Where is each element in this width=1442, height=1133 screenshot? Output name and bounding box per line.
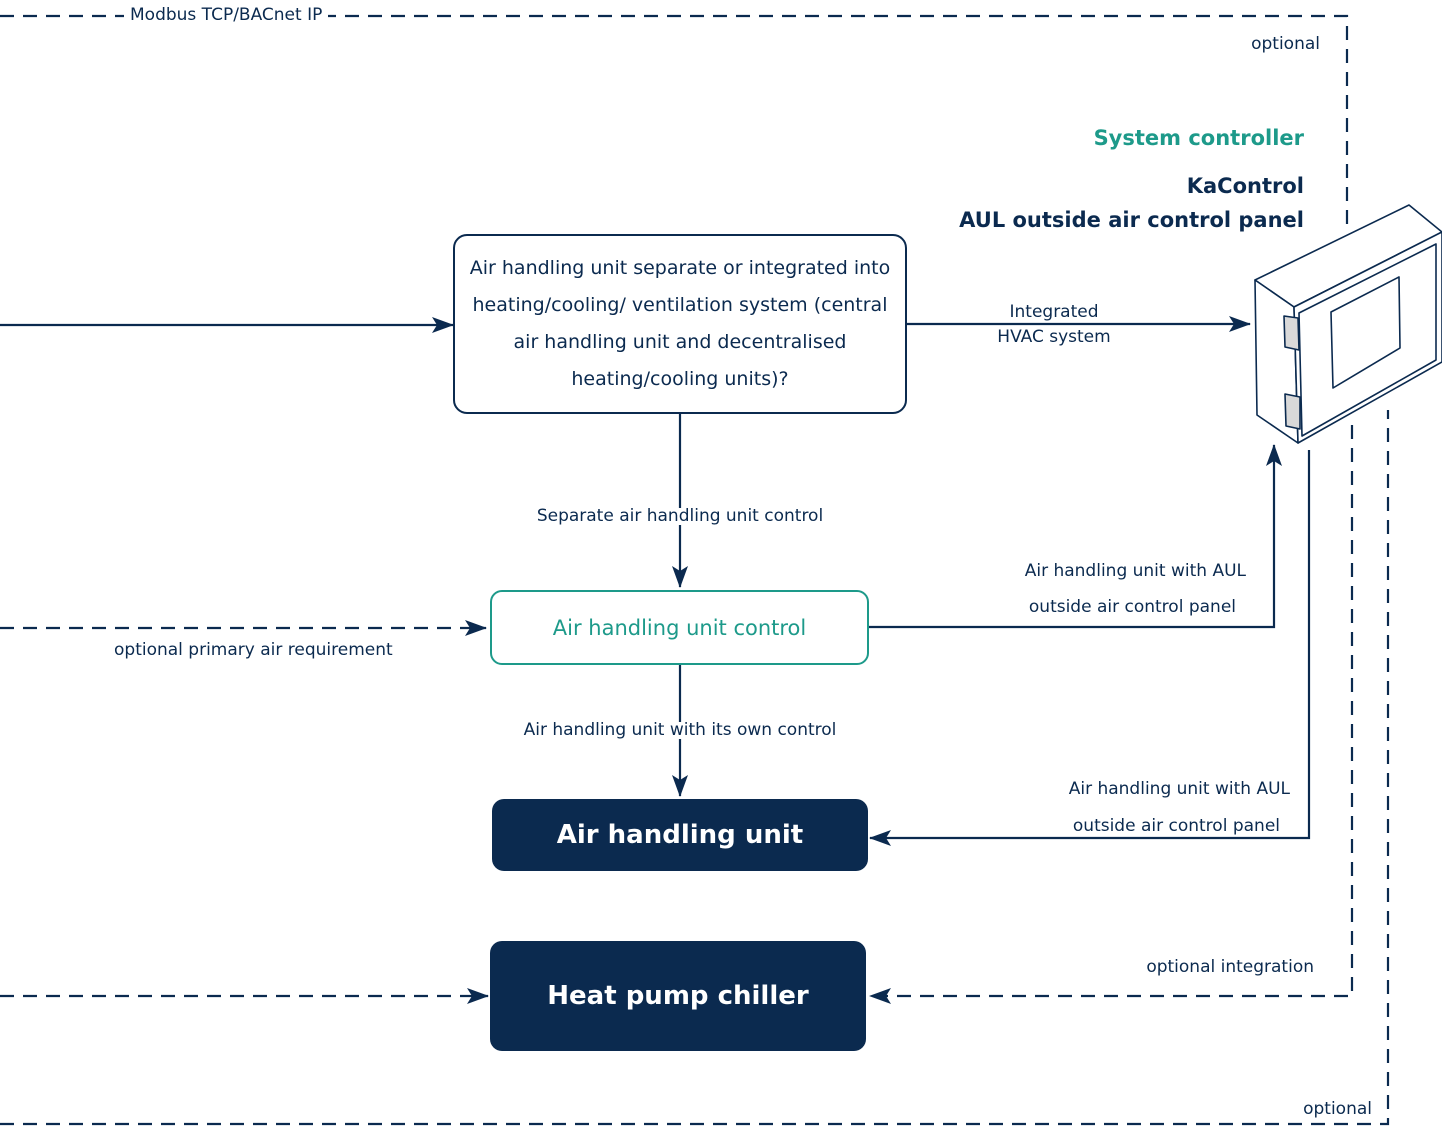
- device-title-line1: KaControl: [1186, 174, 1304, 198]
- integrated-label-line1: Integrated: [1009, 302, 1099, 322]
- optional-bottom-label: optional: [1303, 1099, 1372, 1119]
- aul-panel-label-2-line2: outside air control panel: [1072, 816, 1280, 836]
- ahu-control-node-text: Air handling unit control: [552, 615, 807, 640]
- optional-integration-label: optional integration: [1146, 957, 1314, 977]
- ahu-control-node: Air handling unit control: [490, 590, 869, 665]
- optional-top-label: optional: [1251, 34, 1320, 54]
- ahu-node-text: Air handling unit: [556, 820, 804, 850]
- system-controller-label: System controller: [1093, 126, 1304, 150]
- heat-pump-node-text: Heat pump chiller: [547, 981, 809, 1011]
- ahu-node: Air handling unit: [492, 799, 868, 871]
- device-title-line2: AUL outside air control panel: [959, 208, 1304, 232]
- ahu-control-to-controller-line: [868, 444, 1282, 629]
- controller-to-ahu-line: [869, 450, 1311, 846]
- control-cabinet-icon: [1254, 204, 1442, 444]
- separate-control-label: Separate air handling unit control: [530, 508, 830, 525]
- optional-bottom-dashed-line: [0, 410, 1390, 1126]
- aul-panel-label-2-line1: Air handling unit with AUL: [1068, 779, 1290, 799]
- integrated-label-line2: HVAC system: [997, 327, 1111, 347]
- aul-panel-label-1-line1: Air handling unit with AUL: [1024, 561, 1246, 581]
- heat-pump-node: Heat pump chiller: [490, 941, 866, 1051]
- aul-panel-label-1-line2: outside air control panel: [1028, 597, 1236, 617]
- optional-primary-air-label: optional primary air requirement: [114, 640, 393, 660]
- decision-node: Air handling unit separate or integrated…: [453, 234, 907, 414]
- optional-integration-dashed-line: [869, 425, 1354, 1004]
- modbus-label: Modbus TCP/BACnet IP: [124, 7, 329, 24]
- modbus-dashed-line: [0, 14, 1349, 225]
- own-control-label: Air handling unit with its own control: [517, 722, 843, 739]
- decision-node-text: Air handling unit separate or integrated…: [469, 257, 891, 390]
